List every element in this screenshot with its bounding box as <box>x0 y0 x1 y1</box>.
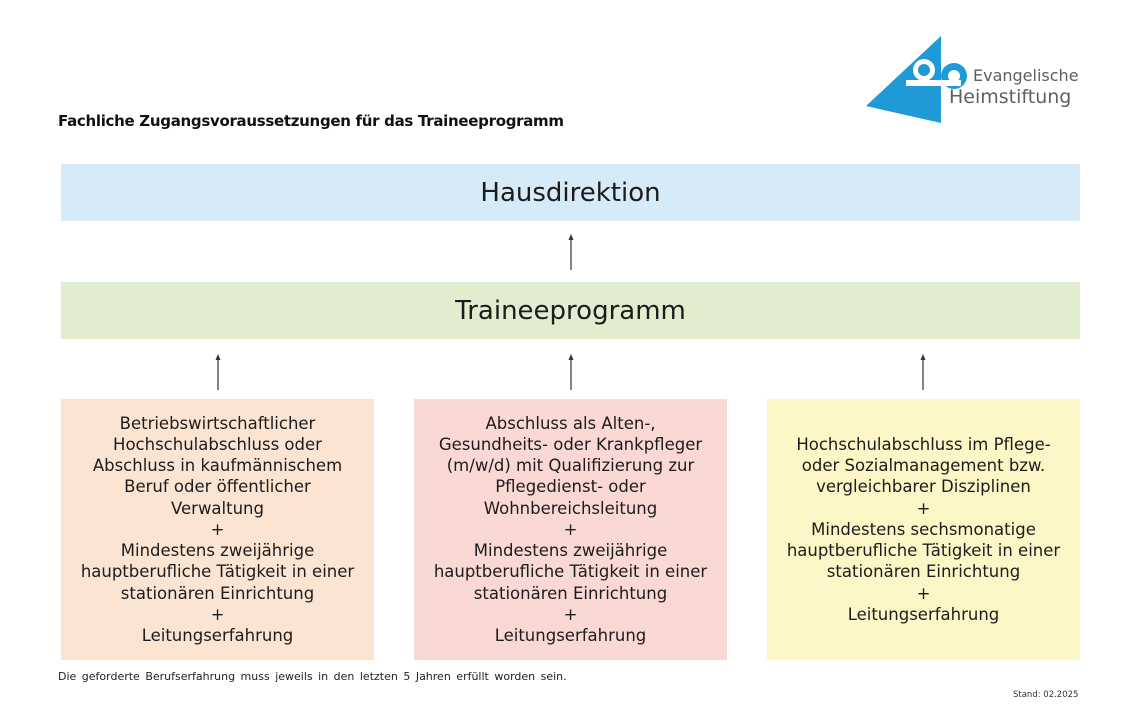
arrow-up-icon <box>215 354 221 390</box>
requirement-box-management: Hochschulabschluss im Pflege- oder Sozia… <box>767 399 1080 660</box>
requirement-line: hauptberufliche Tätigkeit in einer <box>80 562 355 582</box>
stand-date: Stand: 02.2025 <box>1013 690 1079 700</box>
requirement-line: stationären Einrichtung <box>473 583 668 603</box>
requirement-line: Mindestens zweijährige <box>473 541 668 561</box>
requirement-line: vergleichbarer Disziplinen <box>816 477 1031 497</box>
requirement-line: Leitungserfahrung <box>494 625 647 645</box>
requirement-line: stationären Einrichtung <box>120 583 315 603</box>
requirement-line: Abschluss in kaufmännischem <box>92 456 343 476</box>
arrow-up-icon <box>568 234 574 270</box>
requirement-line: Leitungserfahrung <box>847 604 1000 624</box>
requirement-line: Wohnbereichsleitung <box>483 498 658 518</box>
requirement-box-business: Betriebswirtschaftlicher Hochschulabschl… <box>61 399 374 660</box>
requirement-line: Betriebswirtschaftlicher <box>119 413 316 433</box>
organization-logo: Evangelische Heimstiftung <box>866 36 1096 128</box>
hausdirektion-box: Hausdirektion <box>61 164 1080 221</box>
requirement-line: Leitungserfahrung <box>141 625 294 645</box>
page-title: Fachliche Zugangsvoraussetzungen für das… <box>58 112 564 130</box>
requirement-line: (m/w/d) mit Qualifizierung zur <box>446 456 695 476</box>
requirement-line: stationären Einrichtung <box>826 562 1021 582</box>
logo-text-line2: Heimstiftung <box>949 86 1072 108</box>
requirement-line: Hochschulabschluss oder <box>113 435 322 455</box>
arrow-up-icon <box>568 354 574 390</box>
plus-separator: + <box>210 519 225 539</box>
requirement-line: Abschluss als Alten-, <box>485 413 656 433</box>
plus-separator: + <box>916 498 931 518</box>
traineeprogramm-box: Traineeprogramm <box>61 282 1080 339</box>
requirement-line: Mindestens sechsmonatige <box>811 519 1036 539</box>
plus-separator: + <box>563 604 578 624</box>
requirement-line: Hochschulabschluss im Pflege- <box>796 435 1051 455</box>
footnote: Die geforderte Berufserfahrung muss jewe… <box>58 670 567 683</box>
requirement-box-nursing: Abschluss als Alten-, Gesundheits- oder … <box>414 399 727 660</box>
requirement-line: Pflegedienst- oder <box>495 477 646 497</box>
requirement-line: Verwaltung <box>171 498 264 518</box>
requirement-line: Beruf oder öffentlicher <box>124 477 311 497</box>
requirement-line: hauptberufliche Tätigkeit in einer <box>433 562 708 582</box>
requirement-line: hauptberufliche Tätigkeit in einer <box>786 541 1061 561</box>
requirement-line: oder Sozialmanagement bzw. <box>801 456 1046 476</box>
plus-separator: + <box>563 519 578 539</box>
plus-separator: + <box>916 583 931 603</box>
requirement-line: Mindestens zweijährige <box>120 541 315 561</box>
requirement-line: Gesundheits- oder Krankpfleger <box>438 435 703 455</box>
logo-text-line1: Evangelische <box>973 66 1079 85</box>
heimstiftung-logo-icon <box>866 36 967 123</box>
plus-separator: + <box>210 604 225 624</box>
arrow-up-icon <box>920 354 926 390</box>
